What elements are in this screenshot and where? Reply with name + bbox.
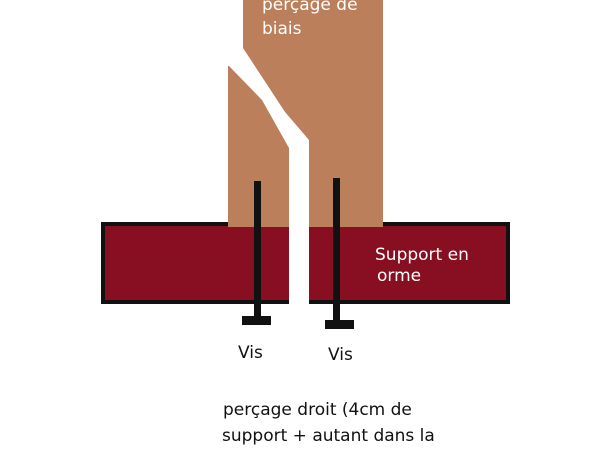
screw-right-head bbox=[325, 320, 354, 329]
screw-left-label: Vis bbox=[238, 343, 263, 363]
screw-left-head bbox=[242, 316, 271, 325]
screw-right-shaft bbox=[333, 178, 340, 320]
support-label-line2: orme bbox=[377, 266, 422, 286]
angled-drill-label-line1: perçage de bbox=[262, 0, 358, 15]
straight-drill-label-line2: support + autant dans la bbox=[222, 426, 435, 446]
straight-drill-label-line1: perçage droit (4cm de bbox=[223, 400, 412, 420]
support-label-line1: Support en bbox=[375, 245, 469, 265]
angled-drill-label-line2: biais bbox=[262, 19, 302, 39]
straight-drill-hole bbox=[289, 140, 309, 305]
screw-left-shaft bbox=[254, 181, 261, 316]
screw-right-label: Vis bbox=[328, 345, 353, 365]
angled-drill-hole bbox=[229, 48, 309, 162]
screw-left bbox=[242, 181, 271, 325]
wooden-post-upper bbox=[243, 0, 383, 70]
screw-right bbox=[325, 178, 354, 329]
